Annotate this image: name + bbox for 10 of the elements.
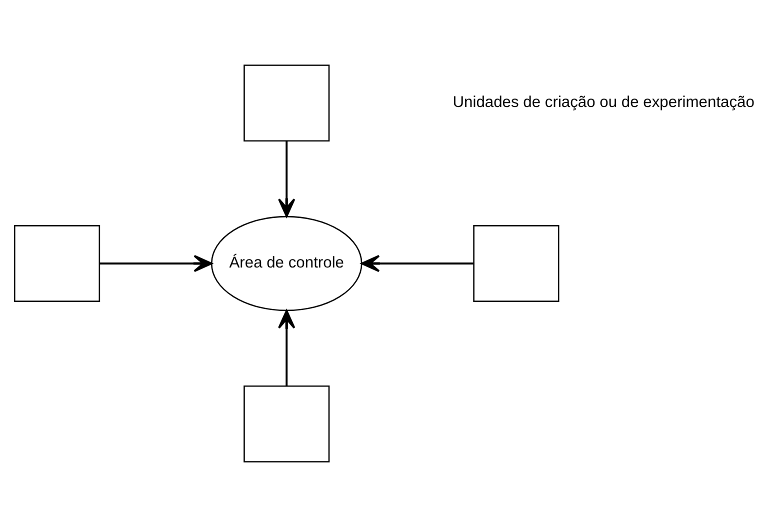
node-box <box>472 225 559 302</box>
arrow <box>99 254 212 272</box>
node-box <box>13 225 100 302</box>
label: Unidades de criação ou de experimentação <box>452 94 754 112</box>
node-box <box>243 64 330 142</box>
node-box <box>243 385 330 462</box>
arrow <box>278 140 295 218</box>
node-ellipse: Área de controle <box>210 216 362 312</box>
arrow <box>278 310 295 386</box>
arrow <box>360 254 473 272</box>
